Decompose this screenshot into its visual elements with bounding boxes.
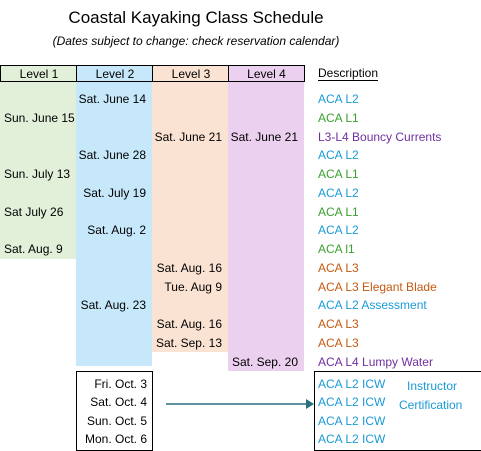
description-cell: ACA L3 [318, 317, 359, 331]
level4-date-cell [230, 259, 298, 277]
icw-date-cell: Mon. Oct. 6 [84, 432, 147, 446]
level3-date-cell [154, 146, 222, 164]
level4-date-cell [230, 203, 298, 221]
level2-date-cell [78, 278, 146, 296]
level1-column-bg [0, 82, 76, 259]
level2-date-cell [78, 165, 146, 183]
icw-description-cell: ACA L2 ICW [318, 432, 386, 446]
level4-date-cell [230, 184, 298, 202]
level4-date-cell: Sat. June 21 [230, 130, 298, 144]
level4-date-cell [230, 146, 298, 164]
level4-date-cell [230, 296, 298, 314]
level1-date-cell: Sat July 26 [4, 205, 64, 219]
level3-date-cell [154, 109, 222, 127]
level4-header: Level 4 [228, 65, 305, 82]
level3-date-cell: Tue. Aug 9 [164, 280, 222, 294]
description-header: Description [318, 66, 379, 81]
level4-date-cell [230, 165, 298, 183]
level2-date-cell [78, 259, 146, 277]
level2-header: Level 2 [76, 65, 153, 82]
description-cell: ACA L2 [318, 148, 359, 162]
level3-date-cell [154, 90, 222, 108]
level3-date-cell: Sat. Sep. 13 [155, 336, 222, 350]
description-cell: ACA L3 Elegant Blade [318, 280, 437, 294]
level2-date-cell [78, 353, 146, 371]
level2-date-cell [78, 203, 146, 221]
level3-column-bg [152, 82, 228, 352]
description-cell: ACA L1 [318, 111, 359, 125]
level1-date-cell [4, 259, 74, 277]
icw-description-cell: ACA L2 ICW [318, 395, 386, 409]
level2-date-cell [78, 109, 146, 127]
description-cell: ACA L2 [318, 186, 359, 200]
level1-date-cell [4, 278, 74, 296]
level3-date-cell [154, 165, 222, 183]
level2-date-cell: Sat. July 19 [83, 186, 146, 200]
level1-header: Level 1 [0, 65, 77, 82]
description-cell: ACA L1 [318, 205, 359, 219]
level3-date-cell [154, 203, 222, 221]
level1-date-cell [4, 296, 74, 314]
right-arrow-icon [166, 399, 314, 409]
level2-date-cell [78, 240, 146, 258]
level4-date-cell: Sat. Sep. 20 [231, 355, 298, 369]
icw-note-line2: Certification [399, 398, 463, 412]
level1-date-cell [4, 128, 74, 146]
description-cell: ACA L2 [318, 223, 359, 237]
level1-date-cell [4, 353, 74, 371]
description-cell: ACA L2 [318, 92, 359, 106]
level2-date-cell: Sat. June 14 [78, 92, 146, 106]
description-cell: ACA L1 [318, 167, 359, 181]
level1-date-cell [4, 315, 74, 333]
level2-date-cell [78, 315, 146, 333]
level2-date-cell [78, 334, 146, 352]
description-cell: ACA L3 [318, 336, 359, 350]
level4-date-cell [230, 90, 298, 108]
level2-date-cell: Sat. Aug. 23 [80, 298, 146, 312]
level4-date-cell [230, 240, 298, 258]
level1-date-cell [4, 146, 74, 164]
icw-description-cell: ACA L2 ICW [318, 377, 386, 391]
level1-date-cell: Sat. Aug. 9 [4, 242, 63, 256]
level1-date-cell [4, 184, 74, 202]
level4-date-cell [230, 315, 298, 333]
page-subtitle: (Dates subject to change: check reservat… [52, 34, 340, 48]
icw-date-cell: Sun. Oct. 5 [86, 414, 147, 428]
description-cell: ACA L2 Assessment [318, 298, 427, 312]
description-cell: ACA l1 [318, 242, 355, 256]
level1-date-cell [4, 334, 74, 352]
level1-date-cell [4, 221, 74, 239]
level4-date-cell [230, 334, 298, 352]
level2-date-cell: Sat. Aug. 2 [87, 223, 146, 237]
level3-date-cell [154, 296, 222, 314]
icw-date-cell: Sat. Oct. 4 [90, 395, 147, 409]
level3-header: Level 3 [152, 65, 229, 82]
level3-date-cell: Sat. June 21 [154, 130, 222, 144]
level4-date-cell [230, 109, 298, 127]
level4-date-cell [230, 278, 298, 296]
level4-date-cell [230, 221, 298, 239]
icw-note-line1: Instructor [407, 379, 458, 393]
level1-date-cell [4, 90, 74, 108]
level4-column-bg [228, 82, 304, 371]
description-cell: ACA L4 Lumpy Water [318, 355, 433, 369]
level3-date-cell [154, 240, 222, 258]
level2-column-bg [76, 82, 152, 366]
level1-date-cell: Sun. June 15 [4, 111, 75, 125]
description-cell: ACA L3 [318, 261, 359, 275]
level2-date-cell [78, 128, 146, 146]
level3-date-cell: Sat. Aug. 16 [156, 317, 222, 331]
level2-date-cell: Sat. June 28 [78, 148, 146, 162]
description-cell: L3-L4 Bouncy Currents [318, 130, 442, 144]
level1-date-cell: Sun. July 13 [4, 167, 71, 181]
icw-description-cell: ACA L2 ICW [318, 414, 386, 428]
level3-date-cell: Sat. Aug. 16 [156, 261, 222, 275]
level3-date-cell [154, 184, 222, 202]
level3-date-cell [154, 221, 222, 239]
icw-date-cell: Fri. Oct. 3 [94, 377, 147, 391]
level3-date-cell [154, 353, 222, 371]
page-title: Coastal Kayaking Class Schedule [68, 8, 324, 27]
